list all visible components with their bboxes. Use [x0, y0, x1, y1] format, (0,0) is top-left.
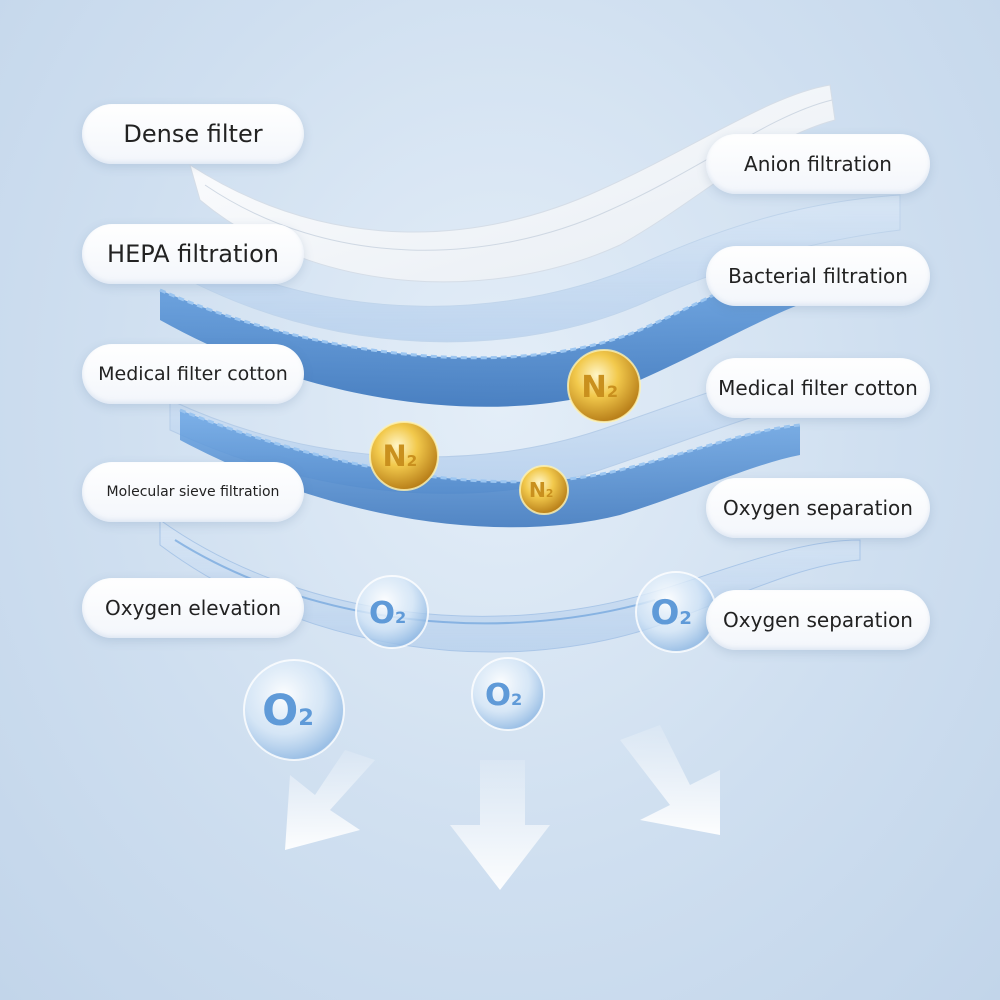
- n2-bubble-label: N2: [382, 439, 417, 473]
- dense-filter-layer: [189, 84, 836, 283]
- n2-bubble-label: N2: [529, 478, 554, 502]
- flow-arrows: [285, 725, 720, 890]
- o2-bubble-label: O2: [369, 596, 406, 631]
- o2-bubble-2: O2: [635, 571, 717, 653]
- label-medical-filter-cotton-right: Medical filter cotton: [706, 358, 930, 418]
- n2-bubble-2: N2: [369, 421, 439, 491]
- o2-bubble-label: O2: [485, 678, 522, 713]
- label-anion-filtration: Anion filtration: [706, 134, 930, 194]
- arrow-left: [285, 750, 375, 850]
- o2-bubble-4: O2: [471, 657, 545, 731]
- o2-bubble-3: O2: [243, 659, 345, 761]
- label-molecular-sieve-filtration: Molecular sieve filtration: [82, 462, 304, 522]
- label-bacterial-filtration: Bacterial filtration: [706, 246, 930, 306]
- label-oxygen-elevation: Oxygen elevation: [82, 578, 304, 638]
- arrow-right: [620, 725, 720, 835]
- label-hepa-filtration: HEPA filtration: [82, 224, 304, 284]
- label-oxygen-separation-1: Oxygen separation: [706, 478, 930, 538]
- label-dense-filter: Dense filter: [82, 104, 304, 164]
- molecular-sieve-layer: [179, 408, 801, 528]
- o2-bubble-label: O2: [650, 593, 691, 633]
- arrow-center: [450, 760, 550, 890]
- n2-bubble-label: N2: [581, 370, 618, 405]
- o2-bubble-1: O2: [355, 575, 429, 649]
- label-medical-filter-cotton-left: Medical filter cotton: [82, 344, 304, 404]
- label-oxygen-separation-2: Oxygen separation: [706, 590, 930, 650]
- mesh-layer: [169, 194, 901, 343]
- o2-bubble-label: O2: [262, 687, 314, 736]
- n2-bubble-1: N2: [567, 349, 641, 423]
- n2-bubble-3: N2: [519, 465, 569, 515]
